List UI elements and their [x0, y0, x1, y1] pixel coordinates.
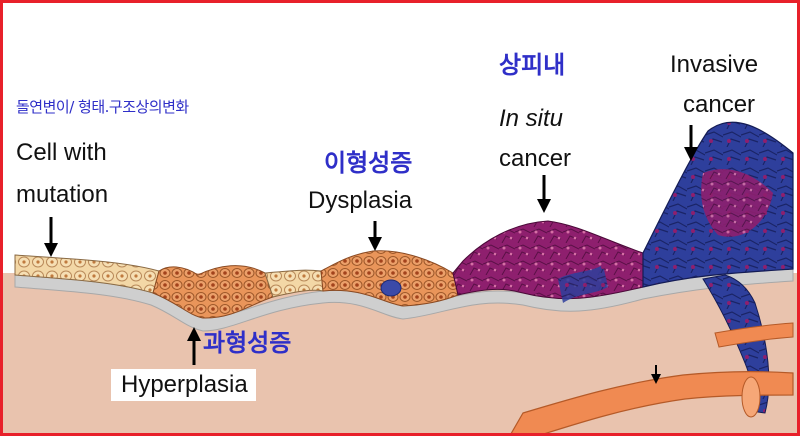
blood-vessel — [510, 371, 794, 433]
mutation-korean-label: 돌연변이/ 형태.구조상의변화 — [16, 98, 189, 116]
hyperplasia-korean-label: 과형성증 — [203, 329, 292, 357]
arrow-hyperplasia — [187, 327, 201, 365]
arrow-invasive — [684, 125, 698, 161]
mutation-label-line1: Cell with — [16, 139, 107, 166]
arrow-dysplasia — [368, 221, 382, 251]
in-situ-cancer-region — [452, 220, 644, 300]
hyperplasia-label: Hyperplasia — [111, 369, 256, 401]
in-situ-cancer-blue-cells — [558, 265, 608, 303]
arrow-mutation — [44, 217, 58, 257]
mutation-label-line2: mutation — [16, 181, 109, 208]
arrow-vessel — [651, 365, 661, 384]
dysplasia-korean-label: 이형성증 — [324, 149, 413, 177]
invasive-label-line2: cancer — [683, 91, 756, 118]
in-situ-label-line1: In situ — [499, 105, 564, 132]
in-situ-korean-label: 상피내 — [499, 51, 566, 79]
dysplasia-cell-cluster — [380, 279, 402, 297]
vessel-lumen — [741, 376, 761, 418]
invasive-cancer-purple-core — [701, 169, 773, 237]
vessel-branch — [714, 322, 794, 348]
dysplasia-label: Dysplasia — [308, 187, 413, 214]
arrow-in-situ — [537, 175, 551, 213]
in-situ-label-line2: cancer — [499, 145, 572, 172]
invasive-label-line1: Invasive — [670, 51, 759, 78]
